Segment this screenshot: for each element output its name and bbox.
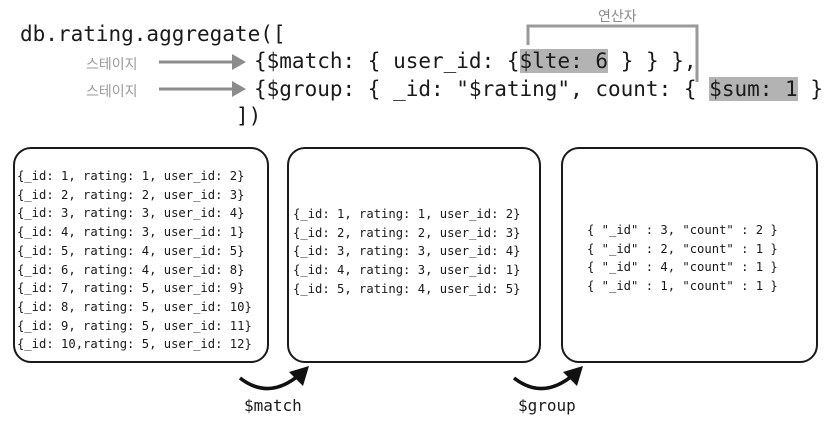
stage1-arrowhead <box>232 54 246 70</box>
group-stage-end: } } } <box>810 77 823 101</box>
matched-document: {_id: 4, rating: 3, user_id: 1} <box>293 263 521 278</box>
stage-label-1: 스테이지 <box>86 57 138 73</box>
input-documents: {_id: 1, rating: 1, user_id: 2} {_id: 2, … <box>17 167 252 354</box>
input-document: {_id: 3, rating: 3, user_id: 4} <box>17 206 245 221</box>
match-stage-end: } } }, <box>620 49 697 73</box>
matched-document: {_id: 1, rating: 1, user_id: 2} <box>293 207 521 221</box>
stage-label-2: 스테이지 <box>86 84 138 100</box>
matched-collection-box: {_id: 1, rating: 1, user_id: 2} {_id: 2, … <box>287 147 541 363</box>
input-document: {_id: 4, rating: 3, user_id: 1} <box>17 225 245 240</box>
grouped-document: { "_id" : 2, "count" : 1 } <box>587 241 778 256</box>
matched-document: {_id: 5, rating: 4, user_id: 5} <box>293 281 521 296</box>
input-document: {_id: 6, rating: 4, user_id: 8} <box>17 262 245 277</box>
input-document: {_id: 8, rating: 5, user_id: 10} <box>17 299 252 314</box>
input-document: {_id: 2, rating: 2, user_id: 3} <box>17 187 245 202</box>
match-flow-arrowhead <box>289 366 309 386</box>
operator-label: 연산자 <box>598 9 637 25</box>
sum-operator: $sum: 1 <box>709 77 798 101</box>
input-document: {_id: 7, rating: 5, user_id: 9} <box>17 281 245 296</box>
grouped-document: { "_id" : 4, "count" : 1 } <box>587 260 778 275</box>
input-document: {_id: 10,rating: 5, user_id: 12} <box>17 337 252 352</box>
match-flow-arrow <box>238 374 300 391</box>
operator-bracket <box>526 24 699 82</box>
group-flow-arrow <box>512 374 574 391</box>
matched-document: {_id: 3, rating: 3, user_id: 4} <box>293 244 521 259</box>
matched-document: {_id: 2, rating: 2, user_id: 3} <box>293 225 521 240</box>
grouped-document: { "_id" : 1, "count" : 1 } <box>587 279 778 294</box>
group-flow-arrowhead <box>563 366 583 386</box>
group-stage-text: {$group: { _id: "$rating", count: { <box>254 77 697 101</box>
match-stage-text: {$match: { user_id: { <box>254 49 520 73</box>
input-document: {_id: 5, rating: 4, user_id: 5} <box>17 243 245 258</box>
code-line-aggregate: db.rating.aggregate([ <box>20 22 286 46</box>
input-document: {_id: 1, rating: 1, user_id: 2} <box>17 169 245 183</box>
code-line-match: {$match: { user_id: {$lte: 6 } } }, <box>254 49 697 73</box>
input-collection-box: {_id: 1, rating: 1, user_id: 2} {_id: 2, … <box>13 147 269 363</box>
group-step-label: $group <box>518 396 576 415</box>
matched-documents: {_id: 1, rating: 1, user_id: 2} {_id: 2, … <box>293 205 520 299</box>
match-step-label: $match <box>244 396 302 415</box>
stage2-arrowhead <box>232 81 246 97</box>
grouped-document: { "_id" : 3, "count" : 2 } <box>587 223 778 237</box>
code-line-closing: ]) <box>236 104 262 128</box>
lte-operator: $lte: 6 <box>519 49 609 73</box>
code-line-group: {$group: { _id: "$rating", count: { $sum… <box>254 77 833 101</box>
input-document: {_id: 9, rating: 5, user_id: 11} <box>17 318 252 333</box>
grouped-documents: { "_id" : 3, "count" : 2 } { "_id" : 2, "… <box>587 221 778 296</box>
grouped-result-box: { "_id" : 3, "count" : 2 } { "_id" : 2, "… <box>561 147 818 363</box>
